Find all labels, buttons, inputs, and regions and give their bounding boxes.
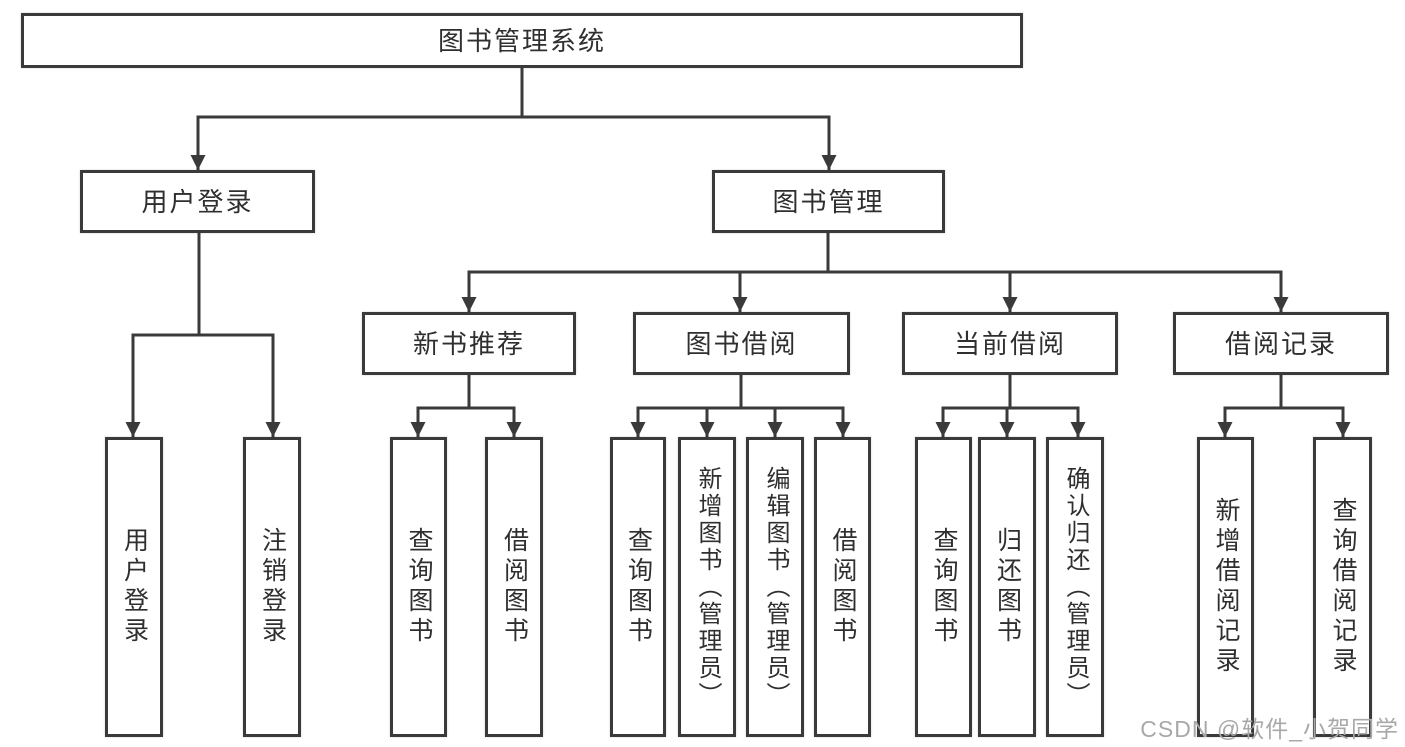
- connector-user-login-split: [131, 231, 275, 337]
- leaf-borrow-books-2: 借阅图书: [814, 437, 871, 737]
- leaf-query-borrow-record: 查询借阅记录: [1313, 437, 1372, 737]
- node-borrowing-records: 借阅记录: [1173, 312, 1389, 375]
- leaf-query-books-3-label: 查询图书: [930, 527, 958, 647]
- leaf-query-books-2: 查询图书: [610, 437, 666, 737]
- leaf-user-login-label: 用户登录: [120, 527, 149, 647]
- leaf-add-book-admin-label: 新增图书（管理员）: [694, 465, 721, 709]
- node-current-borrowing: 当前借阅: [902, 312, 1118, 375]
- leaf-return-books-label: 归还图书: [993, 527, 1022, 647]
- node-root: 图书管理系统: [21, 13, 1023, 68]
- node-current-borrowing-label: 当前借阅: [953, 328, 1066, 359]
- connector-new-book-split: [416, 373, 516, 410]
- leaf-query-books-1-label: 查询图书: [405, 527, 433, 647]
- connector-records-split: [1223, 373, 1345, 410]
- leaf-logout: 注销登录: [243, 437, 301, 737]
- node-root-label: 图书管理系统: [437, 25, 606, 56]
- leaf-query-books-3: 查询图书: [915, 437, 972, 737]
- leaf-confirm-return-admin-label: 确认归还（管理员）: [1062, 465, 1089, 709]
- connector-current-split: [941, 373, 1080, 410]
- node-book-management: 图书管理: [712, 170, 945, 233]
- leaf-add-book-admin: 新增图书（管理员）: [678, 437, 736, 737]
- connector-borrowing-split: [636, 373, 845, 410]
- node-borrowing-records-label: 借阅记录: [1224, 328, 1337, 359]
- leaf-add-borrow-record: 新增借阅记录: [1197, 437, 1254, 737]
- leaf-query-books-2-label: 查询图书: [624, 527, 653, 647]
- leaf-query-borrow-record-label: 查询借阅记录: [1329, 497, 1357, 677]
- leaf-edit-book-admin: 编辑图书（管理员）: [746, 437, 804, 737]
- leaf-confirm-return-admin: 确认归还（管理员）: [1046, 437, 1104, 737]
- watermark: CSDN @软件_小贺同学: [1140, 716, 1399, 742]
- connector-root-split: [196, 66, 831, 119]
- node-user-login-label: 用户登录: [141, 186, 254, 217]
- leaf-borrow-books-2-label: 借阅图书: [829, 527, 857, 647]
- node-new-book-recommend: 新书推荐: [362, 312, 576, 375]
- node-book-management-label: 图书管理: [772, 186, 885, 217]
- node-book-borrowing: 图书借阅: [633, 312, 850, 375]
- node-book-borrowing-label: 图书借阅: [685, 328, 798, 359]
- leaf-borrow-books-1: 借阅图书: [485, 437, 543, 737]
- leaf-edit-book-admin-label: 编辑图书（管理员）: [762, 465, 789, 709]
- leaf-logout-label: 注销登录: [258, 527, 287, 647]
- leaf-user-login: 用户登录: [105, 437, 163, 737]
- leaf-add-borrow-record-label: 新增借阅记录: [1212, 497, 1240, 677]
- leaf-borrow-books-1-label: 借阅图书: [500, 527, 529, 647]
- leaf-query-books-1: 查询图书: [390, 437, 447, 737]
- leaf-return-books: 归还图书: [978, 437, 1036, 737]
- connector-book-management-split: [467, 231, 1283, 274]
- node-new-book-recommend-label: 新书推荐: [412, 328, 525, 359]
- node-user-login: 用户登录: [80, 170, 315, 233]
